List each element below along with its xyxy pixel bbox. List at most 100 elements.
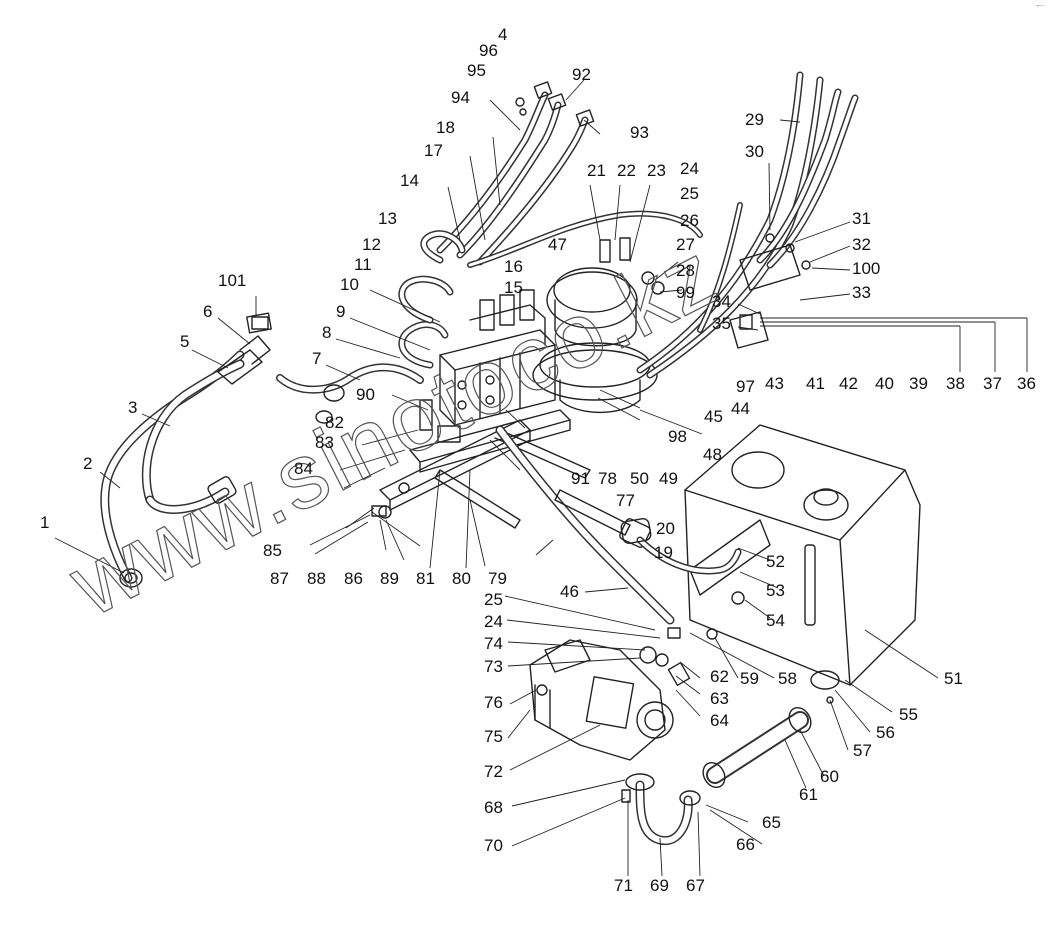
callout-39: 39	[909, 374, 928, 393]
callout-13: 13	[378, 209, 397, 228]
callout-25-lower: 25	[484, 590, 503, 609]
callout-94: 94	[451, 88, 470, 107]
callout-42: 42	[839, 374, 858, 393]
callout-35: 35	[712, 314, 731, 333]
callout-82: 82	[325, 413, 344, 432]
callout-47: 47	[548, 235, 567, 254]
callout-92: 92	[572, 65, 591, 84]
callout-5: 5	[180, 332, 190, 351]
callout-3: 3	[128, 398, 138, 417]
callout-58: 58	[778, 669, 797, 688]
callout-71: 71	[614, 876, 633, 895]
callout-49: 49	[659, 469, 678, 488]
callout-66: 66	[736, 835, 755, 854]
callout-80: 80	[452, 569, 471, 588]
callout-73: 73	[484, 657, 503, 676]
callout-26: 26	[680, 211, 699, 230]
callout-67: 67	[686, 876, 705, 895]
callout-31: 31	[852, 209, 871, 228]
callout-56: 56	[876, 723, 895, 742]
callout-62: 62	[710, 667, 729, 686]
callout-72: 72	[484, 762, 503, 781]
callout-53: 53	[766, 581, 785, 600]
callout-68: 68	[484, 798, 503, 817]
callout-32: 32	[852, 235, 871, 254]
callout-95: 95	[467, 61, 486, 80]
callout-90: 90	[356, 385, 375, 404]
callout-75: 75	[484, 727, 503, 746]
callout-30: 30	[745, 142, 764, 161]
callout-86: 86	[344, 569, 363, 588]
callout-50: 50	[630, 469, 649, 488]
callout-57: 57	[853, 741, 872, 760]
callout-21: 21	[587, 161, 606, 180]
callout-98: 98	[668, 427, 687, 446]
callout-48: 48	[703, 445, 722, 464]
callout-36: 36	[1017, 374, 1036, 393]
callout-96: 96	[479, 41, 498, 60]
callout-24: 24	[680, 159, 699, 178]
callout-93: 93	[630, 123, 649, 142]
callout-11: 11	[354, 255, 372, 274]
callout-2: 2	[83, 454, 93, 473]
callout-19: 19	[654, 543, 673, 562]
center-joint	[546, 271, 638, 329]
callout-25: 25	[680, 184, 699, 203]
callout-29: 29	[745, 110, 764, 129]
callout-44: 44	[731, 399, 750, 418]
callout-77: 77	[616, 491, 635, 510]
corner-mark: ⌐-	[1036, 2, 1045, 10]
callout-23: 23	[647, 161, 666, 180]
callout-12: 12	[362, 235, 381, 254]
callout-15: 15	[504, 278, 523, 297]
callout-16: 16	[504, 257, 523, 276]
callout-40: 40	[875, 374, 894, 393]
callout-33: 33	[852, 283, 871, 302]
callout-7: 7	[312, 349, 322, 368]
callout-81: 81	[416, 569, 435, 588]
callout-54: 54	[766, 611, 785, 630]
callout-83: 83	[315, 433, 334, 452]
callout-88: 88	[307, 569, 326, 588]
callout-46: 46	[560, 582, 579, 601]
callout-51: 51	[944, 669, 963, 688]
callout-84: 84	[294, 459, 313, 478]
callout-17: 17	[424, 141, 443, 160]
callout-76: 76	[484, 693, 503, 712]
callout-64: 64	[710, 711, 729, 730]
callout-59: 59	[740, 669, 759, 688]
callout-20: 20	[656, 519, 675, 538]
callout-9: 9	[336, 302, 346, 321]
callout-38: 38	[946, 374, 965, 393]
callout-41: 41	[806, 374, 825, 393]
control-valve-block	[439, 329, 556, 426]
callout-8: 8	[322, 323, 332, 342]
callout-14: 14	[400, 171, 419, 190]
callout-22: 22	[617, 161, 636, 180]
callout-79: 79	[488, 569, 507, 588]
callout-91: 91	[571, 469, 590, 488]
callout-6: 6	[203, 302, 213, 321]
callout-60: 60	[820, 767, 839, 786]
callout-74: 74	[484, 634, 503, 653]
callout-1: 1	[40, 513, 50, 532]
callout-27: 27	[676, 235, 695, 254]
callout-45: 45	[704, 407, 723, 426]
callout-78: 78	[598, 469, 617, 488]
callout-34: 34	[712, 292, 731, 311]
callout-101: 101	[218, 271, 247, 290]
callout-37: 37	[983, 374, 1002, 393]
callout-61: 61	[799, 785, 818, 804]
callout-85: 85	[263, 541, 282, 560]
callout-100: 100	[852, 259, 881, 278]
callout-70: 70	[484, 836, 503, 855]
callout-97: 97	[736, 377, 755, 396]
callout-65: 65	[762, 813, 781, 832]
callout-28: 28	[676, 261, 695, 280]
callout-24-lower: 24	[484, 612, 503, 631]
callout-87: 87	[270, 569, 289, 588]
callout-4: 4	[498, 25, 508, 44]
callout-69: 69	[650, 876, 669, 895]
